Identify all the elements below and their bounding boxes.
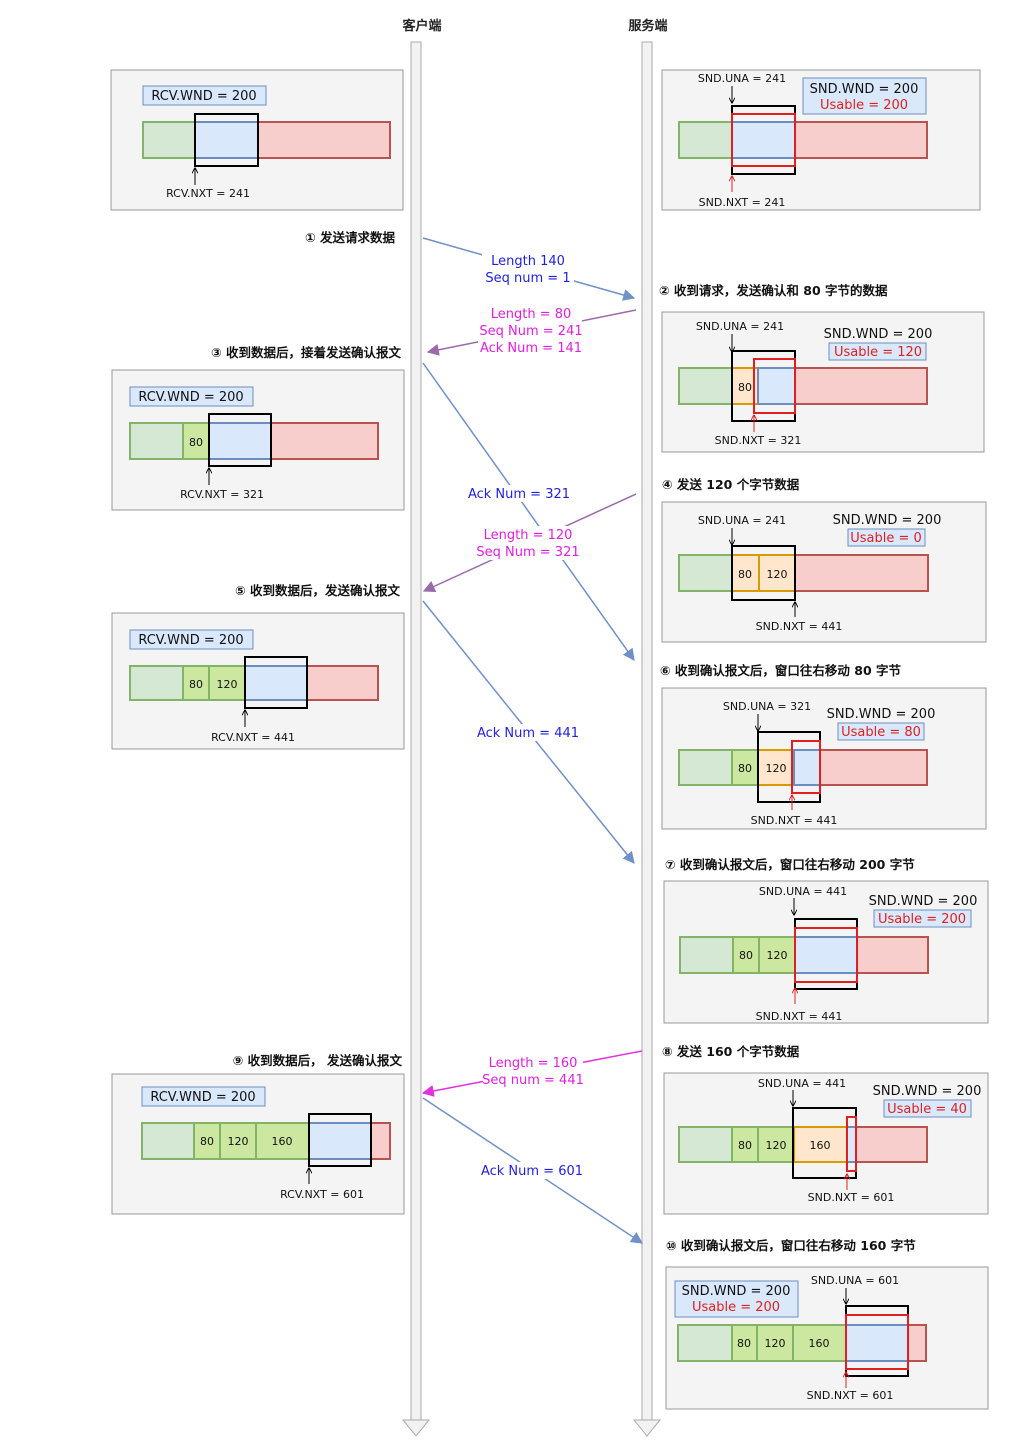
message-label: Length = 120 [484, 528, 573, 543]
message-label: Ack Num = 321 [468, 487, 570, 502]
snd-wnd-label: SND.WND = 200 [873, 1084, 982, 1099]
segment-label: 80 [200, 1135, 214, 1148]
step-3-title: ③ 收到数据后，接着发送确认报文 [211, 345, 401, 360]
snd-nxt-label: SND.NXT = 321 [715, 434, 802, 447]
segment-label: 80 [738, 568, 752, 581]
rcv-wnd-label: RCV.WND = 200 [138, 633, 243, 648]
client-lane-title: 客户端 [402, 18, 441, 34]
snd-wnd-label: SND.WND = 200 [827, 707, 936, 722]
rcv-wnd-label: RCV.WND = 200 [150, 1090, 255, 1105]
segment-label: 120 [766, 1139, 787, 1152]
message-label: Ack Num = 601 [481, 1164, 583, 1179]
message-label: Length 140 [491, 254, 565, 269]
snd-nxt-label: SND.NXT = 441 [751, 814, 838, 827]
arrow-ack-321 [422, 362, 635, 661]
snd-una-label: SND.UNA = 441 [758, 1077, 846, 1090]
usable-label: Usable = 200 [878, 912, 966, 927]
usable-label: Usable = 80 [841, 725, 921, 740]
step-9-title: ⑨ 收到数据后， 发送确认报文 [233, 1053, 403, 1068]
segment-label: 160 [272, 1135, 293, 1148]
rcv-nxt-label: RCV.NXT = 601 [280, 1188, 364, 1201]
segment-label: 80 [189, 678, 203, 691]
message-label: Ack Num = 141 [480, 341, 582, 356]
client-lifeline [401, 41, 431, 1437]
step-7-title: ⑦ 收到确认报文后，窗口往右移动 200 字节 [665, 857, 915, 872]
rcv-wnd-label: RCV.WND = 200 [138, 390, 243, 405]
usable-label: Usable = 40 [887, 1102, 967, 1117]
server-box-6: SND.UNA = 441 SND.WND = 200 Usable = 40 … [663, 1072, 989, 1215]
snd-una-label: SND.UNA = 241 [696, 320, 784, 333]
client-box-3: RCV.WND = 200 80 120 RCV.NXT = 441 [111, 612, 405, 750]
message-label: Seq Num = 241 [479, 324, 582, 339]
segment-label: 160 [809, 1337, 830, 1350]
segment-label: 120 [767, 568, 788, 581]
client-box-1: RCV.WND = 200 RCV.NXT = 241 [110, 69, 404, 211]
server-box-3: SND.UNA = 241 SND.WND = 200 Usable = 0 8… [661, 501, 987, 643]
snd-nxt-label: SND.NXT = 441 [756, 620, 843, 633]
message-label: Seq num = 1 [485, 271, 570, 286]
snd-una-label: SND.UNA = 321 [723, 700, 811, 713]
server-box-1: SND.UNA = 241 SND.WND = 200 Usable = 200… [661, 69, 981, 211]
snd-nxt-label: SND.NXT = 241 [699, 196, 786, 209]
snd-una-label: SND.UNA = 241 [698, 514, 786, 527]
client-box-2: RCV.WND = 200 80 RCV.NXT = 321 [111, 369, 405, 511]
segment-label: 80 [738, 381, 752, 394]
usable-label: Usable = 200 [820, 98, 908, 113]
message-label: Seq num = 441 [482, 1073, 584, 1088]
segment-label: 160 [810, 1139, 831, 1152]
usable-label: Usable = 0 [850, 531, 922, 546]
rcv-wnd-label: RCV.WND = 200 [151, 89, 256, 104]
snd-nxt-label: SND.NXT = 441 [756, 1010, 843, 1023]
snd-wnd-label: SND.WND = 200 [810, 82, 919, 97]
segment-label: 80 [739, 949, 753, 962]
usable-label: Usable = 200 [692, 1300, 780, 1315]
server-box-2: SND.UNA = 241 SND.WND = 200 Usable = 120… [661, 311, 985, 453]
client-box-4: RCV.WND = 200 80 120 160 RCV.NXT = 601 [111, 1073, 405, 1215]
usable-label: Usable = 120 [834, 345, 922, 360]
snd-wnd-label: SND.WND = 200 [682, 1284, 791, 1299]
step-1-title: ① 发送请求数据 [305, 230, 395, 245]
segment-label: 120 [767, 949, 788, 962]
snd-una-label: SND.UNA = 241 [698, 72, 786, 85]
step-6-title: ⑥ 收到确认报文后，窗口往右移动 80 字节 [660, 663, 902, 678]
server-box-7: SND.WND = 200 Usable = 200 SND.UNA = 601… [665, 1266, 989, 1410]
server-box-5: SND.UNA = 441 SND.WND = 200 Usable = 200… [663, 880, 989, 1024]
message-label: Seq Num = 321 [476, 545, 579, 560]
snd-una-label: SND.UNA = 441 [759, 885, 847, 898]
rcv-nxt-label: RCV.NXT = 321 [180, 488, 264, 501]
server-lane-title: 服务端 [628, 18, 667, 34]
step-10-title: ⑩ 收到确认报文后，窗口往右移动 160 字节 [666, 1238, 916, 1253]
step-4-title: ④ 发送 120 个字节数据 [662, 477, 800, 492]
snd-wnd-label: SND.WND = 200 [833, 513, 942, 528]
server-box-4: SND.UNA = 321 SND.WND = 200 Usable = 80 … [661, 687, 987, 830]
segment-label: 120 [765, 1337, 786, 1350]
snd-nxt-label: SND.NXT = 601 [807, 1389, 894, 1402]
rcv-nxt-label: RCV.NXT = 441 [211, 731, 295, 744]
snd-una-label: SND.UNA = 601 [811, 1274, 899, 1287]
snd-wnd-label: SND.WND = 200 [869, 894, 978, 909]
segment-label: 120 [217, 678, 238, 691]
snd-nxt-label: SND.NXT = 601 [808, 1191, 895, 1204]
snd-wnd-label: SND.WND = 200 [824, 327, 933, 342]
step-8-title: ⑧ 发送 160 个字节数据 [662, 1044, 800, 1059]
rcv-nxt-label: RCV.NXT = 241 [166, 187, 250, 200]
server-lifeline [632, 41, 662, 1437]
message-label: Length = 80 [491, 307, 572, 322]
segment-label: 120 [228, 1135, 249, 1148]
segment-label: 120 [766, 762, 787, 775]
step-5-title: ⑤ 收到数据后，发送确认报文 [235, 583, 400, 598]
segment-label: 80 [738, 762, 752, 775]
message-label: Ack Num = 441 [477, 726, 579, 741]
step-2-title: ② 收到请求，发送确认和 80 字节的数据 [659, 283, 888, 298]
segment-label: 80 [189, 436, 203, 449]
segment-label: 80 [737, 1337, 751, 1350]
segment-label: 80 [738, 1139, 752, 1152]
message-label: Length = 160 [489, 1056, 578, 1071]
